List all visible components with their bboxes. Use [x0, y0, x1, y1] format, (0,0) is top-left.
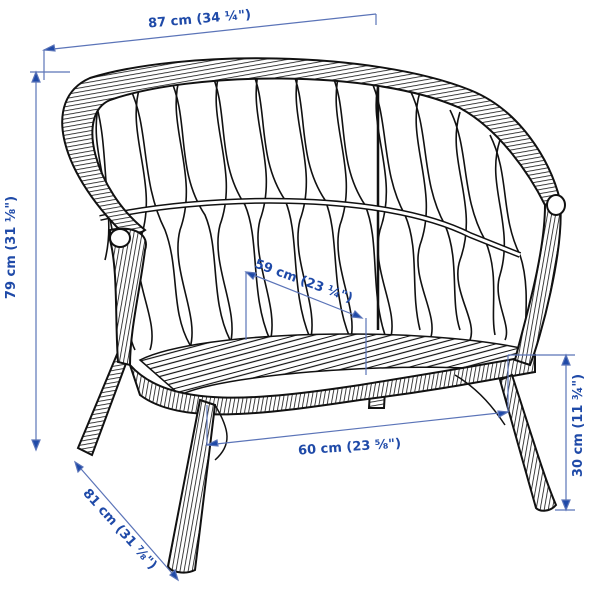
front-right-leg	[454, 373, 558, 512]
dimension-lines	[30, 13, 575, 582]
armrest-top-rail	[61, 57, 566, 367]
height-dimension-label: 79 cm (31 ⅛")	[4, 195, 20, 300]
seat-height-dimension-label: 30 cm (11 ¾")	[571, 373, 587, 478]
back-mid-rail	[99, 197, 522, 258]
back-left-leg	[76, 350, 130, 457]
front-left-leg	[166, 398, 228, 574]
seat-front-rail	[129, 353, 536, 416]
